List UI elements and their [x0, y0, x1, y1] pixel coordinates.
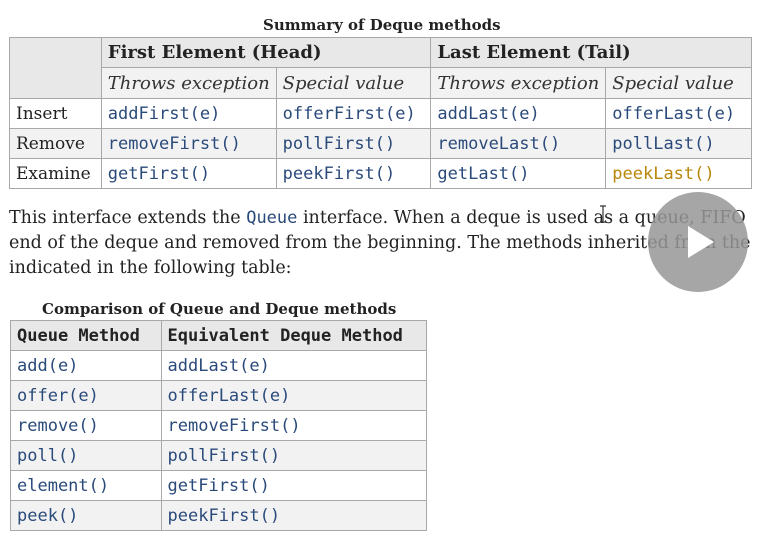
head-throws-header: Throws exception	[100, 67, 277, 99]
tail-group-header: Last Element (Tail)	[430, 37, 752, 68]
queue-method-cell[interactable]: remove()	[10, 410, 162, 441]
tail-special-header: Special value	[605, 67, 752, 99]
method-removelast[interactable]: removeLast()	[430, 128, 607, 159]
method-addlast[interactable]: addLast(e)	[430, 98, 607, 129]
table-row: Examine getFirst() peekFirst() getLast()…	[9, 158, 752, 189]
deque-method-header: Equivalent Deque Method	[160, 320, 428, 351]
deque-method-cell[interactable]: pollFirst()	[160, 440, 428, 471]
queue-method-cell[interactable]: peek()	[10, 500, 162, 531]
play-icon	[688, 226, 714, 258]
queue-code-link[interactable]: Queue	[246, 208, 298, 228]
table-row: add(e) addLast(e)	[10, 350, 428, 381]
play-button[interactable]	[648, 192, 748, 292]
table-row: Remove removeFirst() pollFirst() removeL…	[9, 128, 752, 159]
head-special-header: Special value	[275, 67, 432, 99]
paragraph-line-2: end of the deque and removed from the be…	[9, 233, 751, 253]
row-label: Examine	[9, 158, 102, 189]
queue-method-cell[interactable]: poll()	[10, 440, 162, 471]
corner-cell	[9, 37, 102, 99]
table-row: Insert addFirst(e) offerFirst(e) addLast…	[9, 98, 752, 129]
deque-method-cell[interactable]: getFirst()	[160, 470, 428, 501]
paragraph-line-1: This interface extends the Queue interfa…	[9, 206, 766, 231]
method-offerfirst[interactable]: offerFirst(e)	[275, 98, 432, 129]
method-polllast[interactable]: pollLast()	[605, 128, 752, 159]
method-getlast[interactable]: getLast()	[430, 158, 607, 189]
paragraph-text: This interface extends the	[9, 208, 247, 228]
queue-method-cell[interactable]: add(e)	[10, 350, 162, 381]
deque-summary-table: First Element (Head) Last Element (Tail)…	[9, 37, 752, 189]
description-paragraph: This interface extends the Queue interfa…	[9, 206, 766, 281]
paragraph-line-3: indicated in the following table:	[9, 258, 292, 278]
queue-method-cell[interactable]: element()	[10, 470, 162, 501]
queue-method-cell[interactable]: offer(e)	[10, 380, 162, 411]
head-group-header: First Element (Head)	[100, 37, 432, 68]
method-pollfirst[interactable]: pollFirst()	[275, 128, 432, 159]
table-row: peek() peekFirst()	[10, 500, 428, 531]
deque-method-cell[interactable]: addLast(e)	[160, 350, 428, 381]
method-peekfirst[interactable]: peekFirst()	[275, 158, 432, 189]
deque-method-cell[interactable]: peekFirst()	[160, 500, 428, 531]
table-row: element() getFirst()	[10, 470, 428, 501]
method-peeklast[interactable]: peekLast()	[605, 158, 752, 189]
paragraph-text: interface. When a deque is used as a que…	[297, 208, 746, 228]
row-label: Insert	[9, 98, 102, 129]
comparison-table-caption: Comparison of Queue and Deque methods	[42, 300, 397, 318]
method-addfirst[interactable]: addFirst(e)	[100, 98, 277, 129]
method-offerlast[interactable]: offerLast(e)	[605, 98, 752, 129]
method-getfirst[interactable]: getFirst()	[100, 158, 277, 189]
tail-throws-header: Throws exception	[430, 67, 607, 99]
deque-method-cell[interactable]: removeFirst()	[160, 410, 428, 441]
method-removefirst[interactable]: removeFirst()	[100, 128, 277, 159]
summary-table-caption: Summary of Deque methods	[263, 16, 501, 34]
text-cursor-icon	[600, 205, 606, 223]
table-row: remove() removeFirst()	[10, 410, 428, 441]
row-label: Remove	[9, 128, 102, 159]
deque-method-cell[interactable]: offerLast(e)	[160, 380, 428, 411]
table-row: poll() pollFirst()	[10, 440, 428, 471]
table-row: offer(e) offerLast(e)	[10, 380, 428, 411]
queue-method-header: Queue Method	[10, 320, 162, 351]
queue-deque-comparison-table: Queue Method Equivalent Deque Method add…	[10, 320, 428, 531]
